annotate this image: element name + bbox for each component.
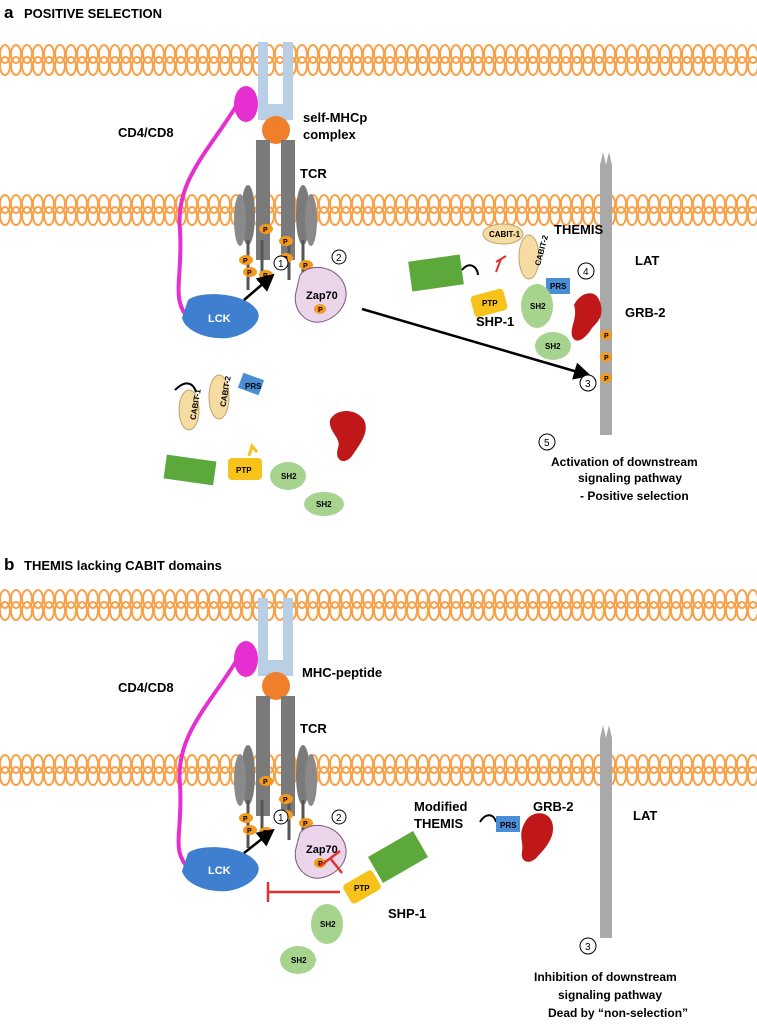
svg-text:P: P	[283, 797, 288, 804]
outcome-a-3: - Positive selection	[580, 489, 689, 503]
svg-text:P: P	[247, 828, 252, 835]
svg-text:P: P	[604, 333, 609, 340]
modified-themis-label-1: Modified	[414, 799, 467, 814]
lck-kinase-b	[182, 847, 259, 892]
themis-complex-a: PTP CABIT-1 CABIT-2 PRS SH2 SH2	[408, 223, 602, 360]
outcome-b-3: Dead by “non-selection”	[548, 1006, 688, 1020]
svg-text:P: P	[243, 258, 248, 265]
cd4-cd8-head-b	[234, 641, 258, 677]
svg-text:CABIT-1: CABIT-1	[489, 230, 521, 239]
membrane-mid-b	[0, 754, 757, 786]
tcr-label-b: TCR	[300, 721, 327, 736]
outcome-b-2: signaling pathway	[558, 988, 662, 1002]
lck-kinase-a	[182, 294, 259, 339]
svg-text:P: P	[303, 821, 308, 828]
svg-text:PRS: PRS	[550, 282, 567, 291]
svg-text:P: P	[243, 816, 248, 823]
membrane-top-a	[0, 44, 757, 76]
svg-text:P: P	[604, 355, 609, 362]
svg-text:PTP: PTP	[236, 466, 252, 475]
shp1-label-a: SHP-1	[476, 314, 514, 329]
svg-text:PTP: PTP	[354, 884, 370, 893]
unbound-themis-a: CABIT-1 CABIT-2 PRS	[174, 372, 265, 431]
step-4-a: 4	[583, 267, 589, 278]
svg-text:SH2: SH2	[281, 472, 297, 481]
outcome-b-1: Inhibition of downstream	[534, 970, 677, 984]
self-mhc-label-2: complex	[303, 127, 357, 142]
lck-label-a: LCK	[208, 313, 231, 325]
svg-text:SH2: SH2	[320, 920, 336, 929]
step-2-a: 2	[336, 253, 342, 264]
lat-b	[600, 725, 612, 938]
svg-text:SH2: SH2	[316, 500, 332, 509]
svg-text:P: P	[604, 376, 609, 383]
zap70-a	[294, 266, 347, 323]
panel-b-letter: b	[4, 555, 14, 574]
svg-text:P: P	[303, 263, 308, 270]
themis-label-a: THEMIS	[554, 222, 603, 237]
lat-a: P P P	[600, 152, 612, 435]
svg-text:SH2: SH2	[291, 956, 307, 965]
panel-b-title: THEMIS lacking CABIT domains	[24, 558, 222, 573]
shp1-label-b: SHP-1	[388, 906, 426, 921]
modified-themis-b: PRS	[479, 814, 520, 832]
svg-text:PRS: PRS	[500, 821, 517, 830]
cd4-cd8-stalk-b	[176, 653, 242, 872]
panel-b: b THEMIS lacking CABIT domains CD4/CD8 M…	[0, 555, 757, 1020]
mhc-peptide-b	[258, 598, 293, 700]
unbound-shp1-a: PTP SH2 SH2	[163, 442, 344, 516]
grb2-label-a: GRB-2	[625, 305, 665, 320]
svg-text:P: P	[247, 270, 252, 277]
outcome-a-2: signaling pathway	[578, 471, 682, 485]
self-peptide	[262, 116, 290, 144]
tcr-label: TCR	[300, 166, 327, 181]
self-mhc-label-1: self-MHCp	[303, 110, 367, 125]
lat-label-a: LAT	[635, 253, 659, 268]
svg-text:PTP: PTP	[482, 299, 498, 308]
svg-text:P: P	[283, 239, 288, 246]
zap70-label-a: Zap70	[306, 290, 338, 302]
step-3-a: 3	[585, 379, 591, 390]
svg-text:P: P	[263, 779, 268, 786]
outcome-a-1: Activation of downstream	[551, 455, 698, 469]
cd4-cd8-label: CD4/CD8	[118, 125, 174, 140]
grb2-label-b: GRB-2	[533, 799, 573, 814]
step-3-b: 3	[585, 942, 591, 953]
membrane-top-b	[0, 589, 757, 621]
svg-text:SH2: SH2	[545, 342, 561, 351]
panel-a: a POSITIVE SELECTION CD4/CD8 self-MHCp c…	[0, 3, 757, 516]
step-5-a: 5	[544, 438, 550, 449]
cd4-cd8-stalk	[176, 98, 242, 322]
svg-text:PRS: PRS	[245, 382, 262, 391]
membrane-mid-a	[0, 194, 757, 226]
shp1-inhibiting-b: PTP SH2 SH2	[266, 831, 429, 974]
panel-a-letter: a	[4, 3, 14, 22]
mhc-peptide-label-b: MHC-peptide	[302, 665, 382, 680]
unbound-grb2-a	[329, 411, 366, 462]
svg-text:SH2: SH2	[530, 302, 546, 311]
self-mhc-complex	[258, 42, 293, 144]
modified-themis-label-2: THEMIS	[414, 816, 463, 831]
cd4-cd8-head	[234, 86, 258, 122]
zap70-label-b: Zap70	[306, 844, 338, 856]
step-1-b: 1	[278, 813, 284, 824]
svg-text:P: P	[318, 307, 323, 314]
lck-label-b: LCK	[208, 865, 231, 877]
cd4-cd8-label-b: CD4/CD8	[118, 680, 174, 695]
lat-label-b: LAT	[633, 808, 657, 823]
step-2-b: 2	[336, 813, 342, 824]
panel-a-title: POSITIVE SELECTION	[24, 6, 162, 21]
step-1-a: 1	[278, 259, 284, 270]
svg-text:P: P	[263, 227, 268, 234]
grb2-b	[521, 813, 554, 862]
